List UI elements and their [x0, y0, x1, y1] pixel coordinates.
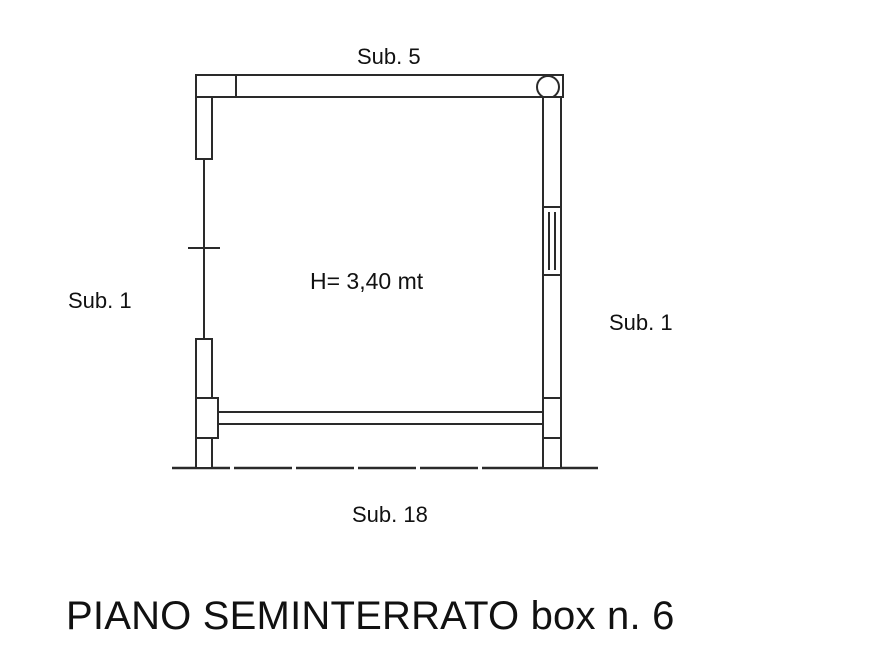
ground-gap-4	[416, 466, 420, 470]
right-wall-upper	[542, 96, 562, 208]
left-wall-base	[195, 397, 219, 439]
floor-plan-title: PIANO SEMINTERRATO box n. 6	[66, 594, 675, 638]
ground-gap-1	[230, 466, 234, 470]
label-left-sub-1: Sub. 1	[68, 288, 132, 313]
right-wall-lower	[542, 274, 562, 469]
corner-column	[536, 75, 560, 99]
ground-gap-5	[478, 466, 482, 470]
label-top-sub-5: Sub. 5	[357, 44, 421, 69]
room-height-label: H= 3,40 mt	[310, 268, 424, 294]
left-wall-upper	[195, 96, 213, 160]
label-right-sub-1: Sub. 1	[609, 310, 673, 335]
ground-gap-2	[292, 466, 296, 470]
right-wall-base	[542, 397, 562, 439]
top-wall	[195, 74, 564, 98]
right-wall-window	[542, 206, 562, 276]
label-bottom-sub-18: Sub. 18	[352, 502, 428, 527]
bottom-wall	[217, 411, 544, 425]
ground-gap-3	[354, 466, 358, 470]
